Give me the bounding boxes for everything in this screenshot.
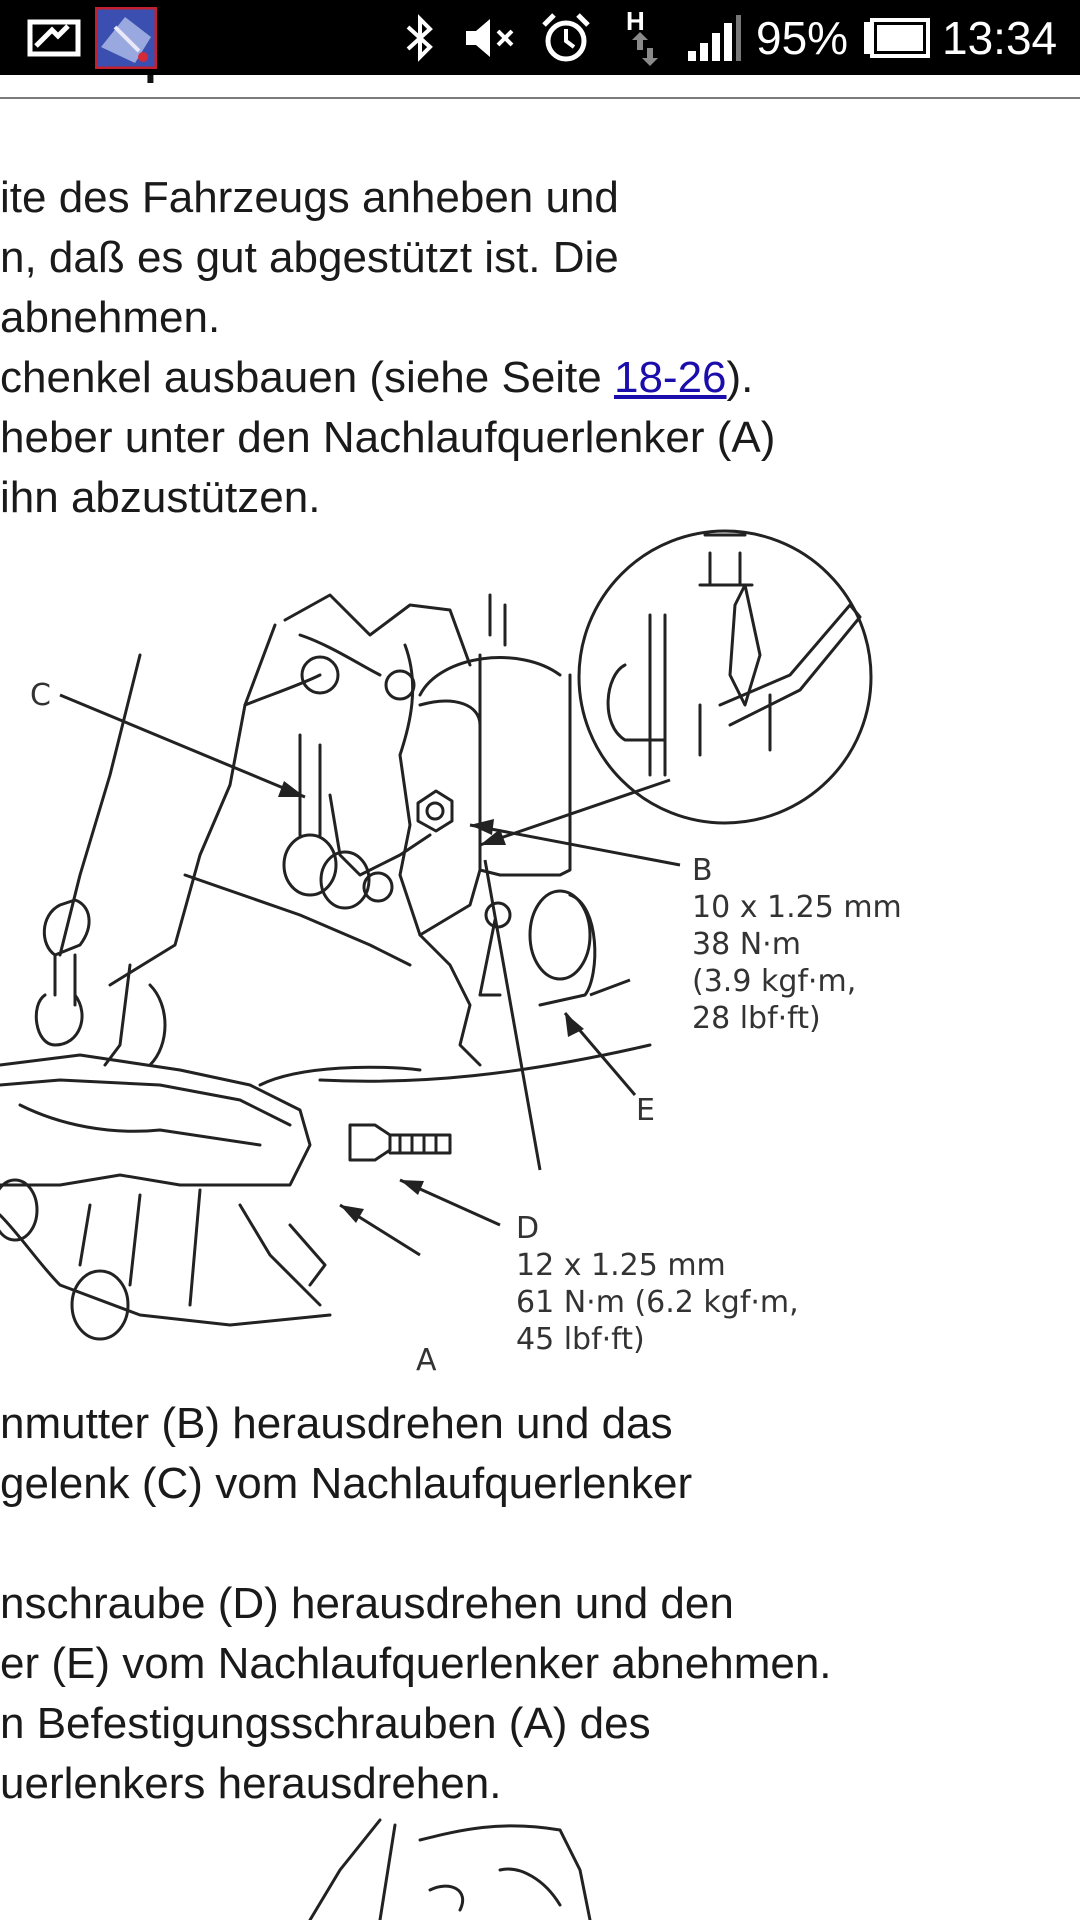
steps-paragraph: nmutter (B) herausdrehen und das gelenk … [0, 1394, 832, 1814]
label-d-spec-2: 61 N·m (6.2 kgf·m, [516, 1285, 799, 1320]
screenshot-icon [22, 0, 84, 75]
label-b-spec-4: 28 lbf·ft) [692, 1001, 821, 1036]
battery-percent: 95% [756, 11, 849, 64]
text-line: ite des Fahrzeugs anheben und [0, 173, 619, 222]
text-line: ihn abzustützen. [0, 473, 321, 522]
app-notification-icon [95, 0, 157, 75]
intro-paragraph: ite des Fahrzeugs anheben und n, daß es … [0, 168, 775, 528]
text-line: n Befestigungsschrauben (A) des [0, 1699, 651, 1748]
text-line: abnehmen. [0, 293, 221, 342]
text-line [0, 1514, 832, 1574]
label-d-spec-1: 12 x 1.25 mm [516, 1248, 726, 1283]
text-line: er (E) vom Nachlaufquerlenker abnehmen. [0, 1639, 832, 1688]
network-type-text: H [626, 6, 645, 36]
label-c: C [30, 678, 51, 713]
label-a: A [416, 1343, 437, 1378]
label-b-spec-1: 10 x 1.25 mm [692, 890, 902, 925]
status-bar: H 95% 13:34 [0, 0, 1080, 75]
page-heading-clipped: chlaufquerlenkers [0, 75, 1080, 97]
text-line: gelenk (C) vom Nachlaufquerlenker [0, 1459, 693, 1508]
network-h-icon: H [622, 0, 666, 75]
bluetooth-icon [400, 0, 440, 75]
text-line: nschraube (D) herausdrehen und den [0, 1579, 734, 1628]
label-b: B [692, 853, 713, 888]
step2-text: chenkel ausbauen (siehe Seite [0, 353, 614, 402]
page-title: chlaufquerlenkers [0, 75, 379, 85]
heading-divider [0, 97, 1080, 99]
alarm-icon [538, 0, 594, 75]
label-d-spec-3: 45 lbf·ft) [516, 1322, 645, 1357]
label-b-spec-2: 38 N·m [692, 927, 801, 962]
text-line: heber unter den Nachlaufquerlenker (A) [0, 413, 776, 462]
signal-icon [686, 0, 742, 75]
next-diagram-partial [308, 1818, 592, 1920]
battery-icon [862, 0, 930, 75]
page-reference-link[interactable]: 18-26 [613, 353, 727, 402]
text-line: n, daß es gut abgestützt ist. Die [0, 233, 619, 282]
suspension-diagram: C B 10 x 1.25 mm 38 N·m (3.9 kgf·m, 28 l… [0, 529, 902, 1378]
text-line: uerlenkers herausdrehen. [0, 1759, 502, 1808]
clock-time: 13:34 [942, 11, 1058, 64]
step2-line: chenkel ausbauen (siehe Seite 18-26). [0, 348, 775, 408]
label-e: E [636, 1093, 655, 1128]
detail-circle [577, 529, 873, 825]
label-d: D [516, 1211, 539, 1246]
mute-icon [462, 0, 522, 75]
label-b-spec-3: (3.9 kgf·m, [692, 964, 856, 999]
text-line: nmutter (B) herausdrehen und das [0, 1399, 673, 1448]
step2-suffix: ). [726, 353, 754, 402]
